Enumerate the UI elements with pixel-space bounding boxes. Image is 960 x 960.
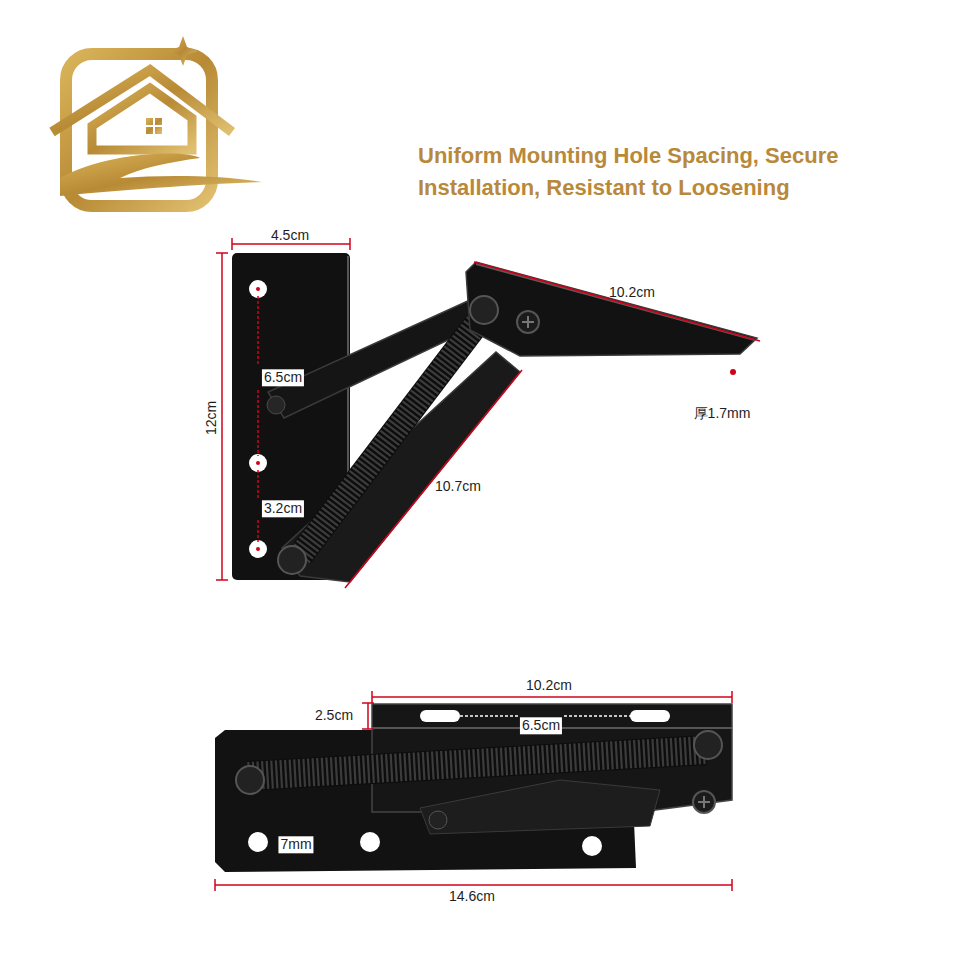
width-dimension: 4.5cm <box>269 227 311 244</box>
dimension-lines <box>215 691 732 891</box>
hole-spacing: 6.5cm <box>262 369 304 386</box>
hole-spacing: 6.5cm <box>520 717 562 734</box>
plate-width: 2.5cm <box>313 707 355 724</box>
plate-length: 10.2cm <box>524 677 574 694</box>
logo <box>52 36 262 206</box>
plate-length: 10.2cm <box>607 284 657 301</box>
hole-diameter: 7mm <box>278 836 313 853</box>
closed-hinge <box>215 704 732 872</box>
tagline: Uniform Mounting Hole Spacing, Secure In… <box>418 140 898 204</box>
thickness-note: 厚1.7mm <box>692 405 753 422</box>
arm-length: 10.7cm <box>433 478 483 495</box>
open-hinge <box>232 253 757 582</box>
height-dimension: 12cm <box>203 399 220 437</box>
overall-length: 14.6cm <box>447 888 497 905</box>
dimension-lines <box>216 238 760 588</box>
hole-spacing: 3.2cm <box>262 500 304 517</box>
